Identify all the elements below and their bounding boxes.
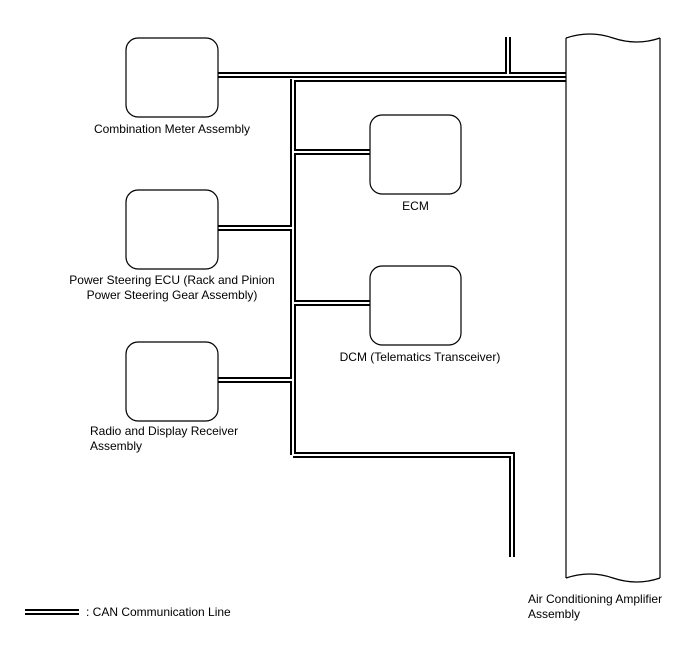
ecm-label: ECM xyxy=(402,199,429,213)
power-steering-label-line2: Power Steering Gear Assembly) xyxy=(86,288,258,302)
combination-meter-label: Combination Meter Assembly xyxy=(93,122,251,136)
ac-amplifier-label-line2: Assembly xyxy=(528,607,581,621)
legend-text: : CAN Communication Line xyxy=(86,605,231,619)
radio-label-line2: Assembly xyxy=(90,439,143,453)
dcm-box xyxy=(369,265,462,346)
radio-label: Radio and Display Receiver Assembly xyxy=(90,424,238,454)
ecm-box xyxy=(369,114,462,195)
power-steering-label-line1: Power Steering ECU (Rack and Pinion xyxy=(69,273,275,287)
combination-meter-box xyxy=(125,37,219,118)
power-steering-ecu-box xyxy=(125,189,219,270)
ac-amplifier-box xyxy=(565,33,661,583)
power-steering-label: Power Steering ECU (Rack and Pinion Powe… xyxy=(40,273,304,303)
ac-amplifier-label-line1: Air Conditioning Amplifier xyxy=(528,592,663,606)
radio-label-line1: Radio and Display Receiver xyxy=(90,424,239,438)
dcm-label: DCM (Telematics Transceiver) xyxy=(339,350,501,364)
radio-receiver-box xyxy=(125,341,219,422)
ac-amplifier-label: Air Conditioning Amplifier Assembly xyxy=(528,592,662,622)
can-bus-lines xyxy=(218,37,566,557)
